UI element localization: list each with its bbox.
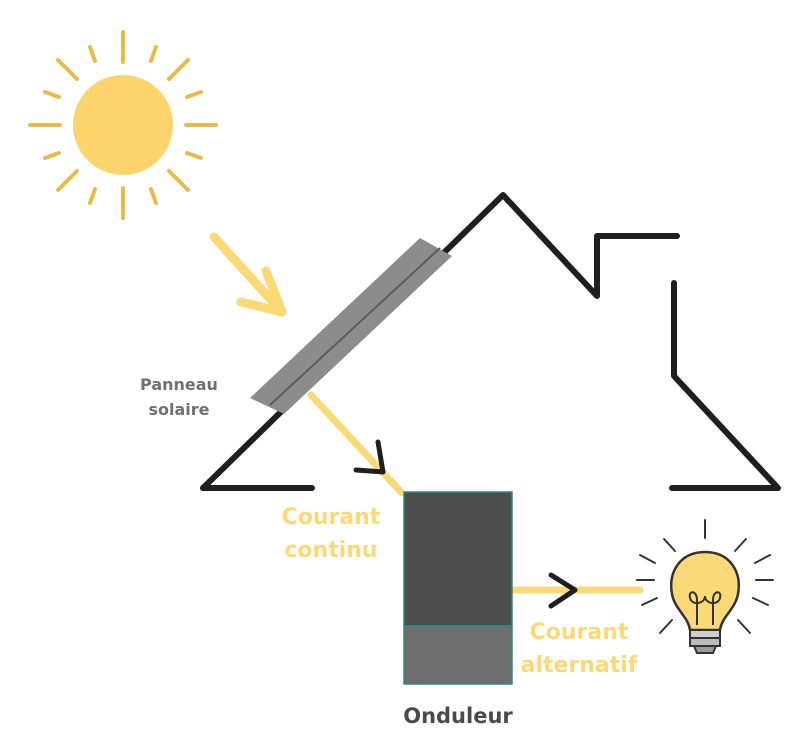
- solar-panel-icon: [250, 238, 452, 414]
- inverter-icon: [403, 491, 513, 685]
- ac-current-label-line1: Courant: [529, 620, 629, 645]
- dc-current-label: Courant continu: [268, 501, 394, 567]
- ac-current-label: Courant alternatif: [514, 616, 644, 682]
- panel-label-line1: Panneau: [140, 375, 218, 394]
- house-outline-icon: [200, 192, 781, 491]
- inverter-label: Onduleur: [403, 704, 513, 728]
- panel-label-line2: solaire: [148, 400, 210, 419]
- dc-current-label-line1: Courant: [281, 505, 381, 530]
- ac-current-label-line2: alternatif: [520, 653, 638, 678]
- dc-flow-arrow: [307, 391, 406, 497]
- dc-current-label-line2: continu: [284, 538, 378, 563]
- sunlight-arrow-icon: [209, 232, 287, 317]
- ac-flow-arrow: [508, 572, 644, 609]
- sun-icon: [28, 30, 218, 220]
- panel-label: Panneau solaire: [124, 372, 234, 422]
- light-bulb-icon: [636, 519, 774, 654]
